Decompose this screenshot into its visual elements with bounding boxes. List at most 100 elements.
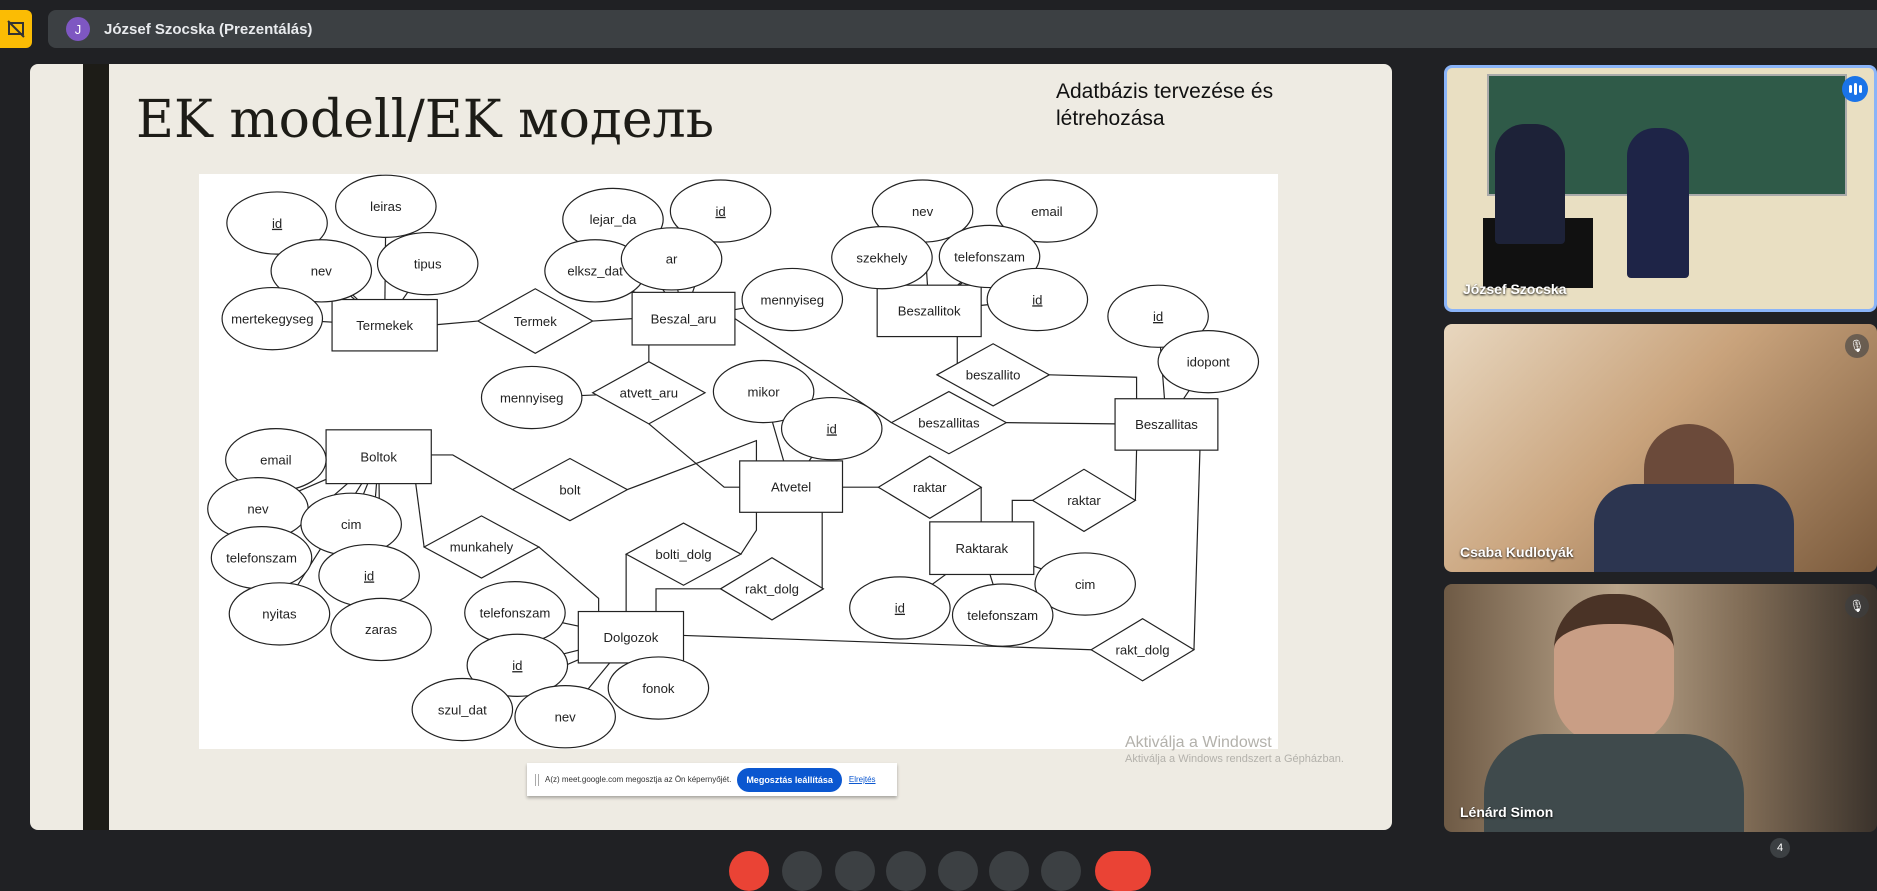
attribute-ellipse — [335, 174, 437, 238]
attribute-ellipse — [514, 685, 616, 749]
entity-label: Boltok — [360, 450, 397, 465]
relationship-diamond — [511, 457, 629, 522]
relationship-connector — [592, 318, 633, 322]
relationship-connector — [1193, 450, 1201, 650]
relationship-diamond — [1089, 618, 1196, 682]
attribute-ellipse — [466, 633, 569, 697]
attribute-ellipse — [986, 267, 1089, 332]
relationship-diamond — [935, 343, 1051, 407]
attribute-label: szekhely — [856, 250, 908, 265]
person-body — [1594, 484, 1794, 572]
relationship-label: rakt_dolg — [745, 582, 799, 597]
relationship-diamond — [624, 522, 743, 586]
drag-handle-icon[interactable] — [535, 773, 539, 786]
attribute-label: tipus — [414, 256, 442, 271]
camera-toggle-button[interactable] — [782, 851, 822, 891]
relationship-label: raktar — [1067, 493, 1101, 508]
attribute-label: szul_dat — [438, 702, 487, 717]
relationship-label: atvett_aru — [620, 386, 678, 401]
entity-box — [739, 460, 844, 513]
relationship-label: raktar — [913, 480, 947, 495]
entity-box — [1114, 398, 1219, 451]
attribute-label: nev — [247, 502, 269, 517]
present-button[interactable] — [938, 851, 978, 891]
relationship-connector — [1006, 422, 1116, 425]
attribute-label: telefonszam — [226, 551, 297, 566]
person-body — [1484, 734, 1744, 832]
attribute-label: nev — [311, 264, 333, 279]
hide-link[interactable]: Elrejtés — [848, 775, 876, 784]
reactions-button[interactable] — [886, 851, 926, 891]
presentation-off-icon[interactable] — [0, 10, 32, 48]
attribute-label: ar — [666, 252, 678, 267]
attribute-ellipse — [228, 582, 331, 646]
relationship-connector — [1011, 499, 1033, 522]
attribute-ellipse — [1107, 284, 1209, 348]
stop-sharing-button[interactable]: Megosztás leállítása — [737, 767, 842, 792]
attribute-ellipse — [831, 226, 933, 290]
attribute-label: email — [1031, 204, 1062, 219]
windows-watermark-sub: Aktiválja a Windows rendszert a Gépházba… — [1125, 753, 1344, 765]
entity-box — [929, 521, 1035, 576]
participant-tile[interactable]: 🎙 Lénárd Simon — [1444, 584, 1877, 832]
person — [1627, 128, 1689, 278]
speaking-indicator-icon — [1842, 76, 1868, 102]
relationship-connector — [415, 483, 425, 548]
attribute-label: mennyiseg — [500, 390, 563, 405]
relationship-label: munkahely — [450, 540, 514, 555]
more-options-button[interactable] — [1041, 851, 1081, 891]
relationship-connector — [821, 512, 824, 590]
captions-button[interactable] — [835, 851, 875, 891]
key-attribute-label: id — [1032, 292, 1042, 307]
person — [1495, 124, 1565, 244]
leave-call-button[interactable] — [1095, 851, 1151, 891]
attribute-label: nev — [555, 710, 577, 725]
entity-box — [331, 298, 438, 352]
attribute-label: telefonszam — [967, 608, 1038, 623]
entity-label: Termekek — [356, 318, 413, 333]
key-attribute-label: id — [364, 568, 374, 583]
relationship-label: beszallito — [966, 368, 1021, 383]
attribute-label: zaras — [365, 622, 398, 637]
share-message: A(z) meet.google.com megosztja az Ön kép… — [545, 775, 732, 784]
attribute-ellipse — [741, 267, 844, 332]
attribute-ellipse — [607, 656, 710, 720]
attribute-label: idopont — [1187, 354, 1230, 369]
entity-label: Raktarak — [956, 541, 1009, 556]
relationship-diamond — [476, 288, 594, 354]
participant-name: Csaba Kudlotyák — [1460, 544, 1574, 560]
key-attribute-label: id — [272, 216, 282, 231]
relationship-diamond — [591, 360, 707, 425]
attribute-label: leiras — [370, 199, 402, 214]
key-attribute-label: id — [715, 204, 725, 219]
mic-toggle-button[interactable] — [729, 851, 769, 891]
participant-count-badge[interactable]: 4 — [1770, 838, 1790, 858]
attribute-label: mikor — [748, 384, 781, 399]
relationship-diamond — [422, 515, 541, 579]
mic-off-icon: 🎙 — [1845, 594, 1869, 618]
participant-name: Lénárd Simon — [1460, 804, 1554, 820]
attribute-ellipse — [996, 179, 1098, 243]
relationship-connector — [740, 512, 758, 555]
key-attribute-label: id — [827, 421, 837, 436]
relationship-connector — [1049, 374, 1138, 399]
relationship-connector — [1134, 450, 1138, 501]
slide-accent-strip — [83, 64, 109, 830]
entity-box — [325, 429, 432, 485]
attribute-ellipse — [780, 396, 883, 461]
attribute-ellipse — [221, 286, 324, 351]
attribute-ellipse — [669, 179, 772, 243]
entity-box — [631, 291, 736, 346]
attribute-label: lejar_da — [590, 212, 637, 227]
participant-tile[interactable]: József Szocska — [1444, 65, 1877, 312]
key-attribute-label: id — [1153, 309, 1163, 324]
relationship-connector — [683, 634, 1092, 651]
presenter-avatar: J — [66, 17, 90, 41]
shared-screen-slide: EK modell/EK модель Adatbázis tervezése … — [30, 64, 1392, 830]
attribute-label: nyitas — [262, 607, 297, 622]
attribute-label: mertekegyseg — [231, 311, 313, 326]
raise-hand-button[interactable] — [989, 851, 1029, 891]
person — [1554, 594, 1674, 744]
participant-tile[interactable]: 🎙 Csaba Kudlotyák — [1444, 324, 1877, 572]
relationship-label: bolti_dolg — [655, 547, 711, 562]
